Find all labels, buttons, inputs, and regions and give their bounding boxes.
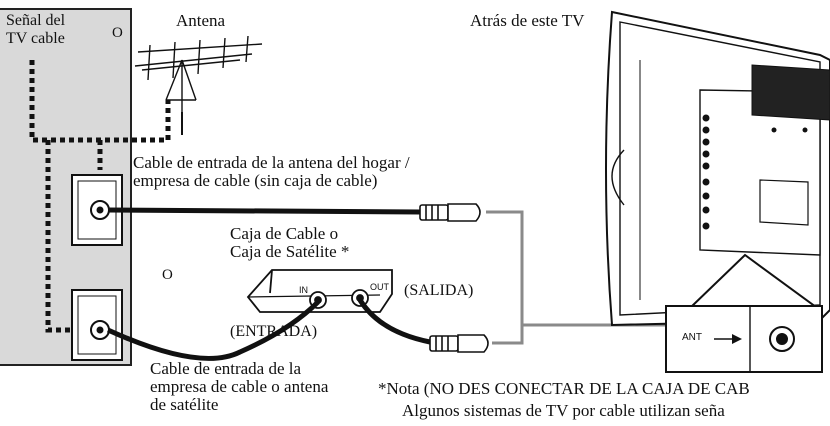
antenna-icon [134,35,263,135]
or-top-label: O [112,25,123,41]
box-in-label: IN [299,285,308,295]
provider-cable-label: Cable de entrada de la empresa de cable … [150,359,329,414]
provider-cable [106,300,320,361]
or-middle-label: O [162,267,173,283]
behind-tv-label: Atrás de este TV [470,11,585,30]
cable-box [246,269,393,313]
antenna-cable [107,207,421,215]
ant-arrow [732,334,742,344]
note-line-1: *Nota (NO DES CONECTAR DE LA CAJA DE CAB [378,380,750,398]
box-out-label: OUT [370,282,389,292]
note-line-2: Algunos sistemas de TV por cable utiliza… [402,402,725,420]
tv-back [605,10,830,327]
tv-ports [702,114,808,230]
box-output-cable [357,298,431,345]
antenna-label: Antena [176,11,226,30]
input-label: (ENTRADA) [230,323,318,340]
home-antenna-cable-label: Cable de entrada de la antena del hogar … [133,153,410,190]
ant-label: ANT [682,332,702,343]
cable-box-label: Caja de Cable o Caja de Satélite * [230,224,350,261]
signal-dotted-lines [29,60,171,333]
cable-signal-label: Señal del TV cable [6,12,66,47]
wall-outlet-bottom [71,289,123,361]
ant-terminal-callout [665,253,824,373]
coax-connector-top [419,203,481,222]
coax-connector-bottom [429,334,489,353]
output-label: (SALIDA) [404,282,474,299]
